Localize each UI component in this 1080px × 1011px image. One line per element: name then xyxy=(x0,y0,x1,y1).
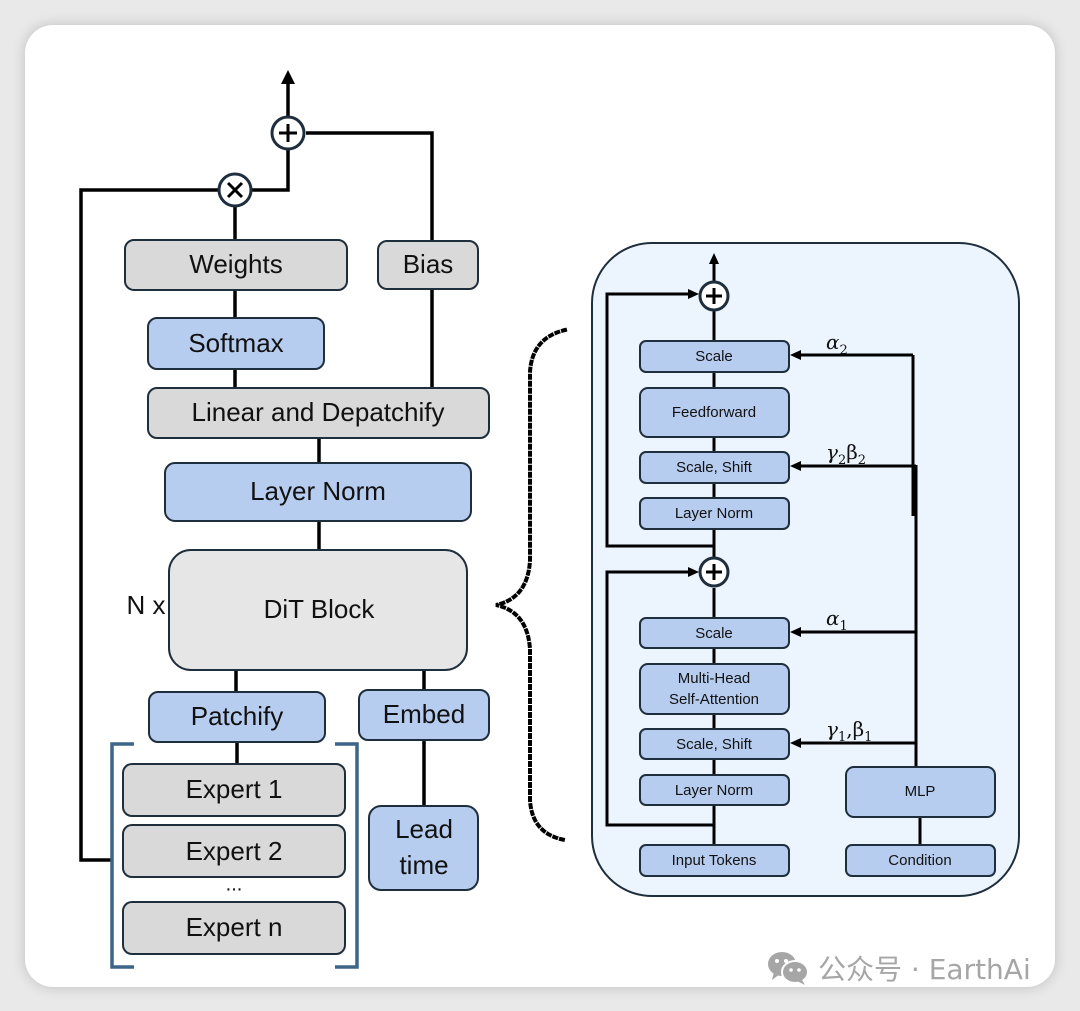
mul-to-add-wire xyxy=(252,150,290,192)
softmax-label: Softmax xyxy=(188,328,283,358)
layer-norm-bottom-box: Layer Norm xyxy=(639,774,790,806)
mlp-box: MLP xyxy=(845,766,996,818)
expert-box-2: Expert 2 xyxy=(122,824,346,878)
experts-to-mul-wire xyxy=(79,188,218,862)
right-wires xyxy=(605,253,922,845)
gamma2-beta2-label: γ2β2 xyxy=(826,440,866,468)
patchify-box: Patchify xyxy=(148,691,326,743)
layer-norm-box: Layer Norm xyxy=(164,462,472,522)
skip-top-arrowhead xyxy=(688,289,699,299)
experts-ellipsis: ... xyxy=(226,873,243,895)
softmax-box: Softmax xyxy=(147,317,325,370)
scale-top-box: Scale xyxy=(639,340,790,373)
alpha1-arrowhead xyxy=(790,627,801,637)
layer-norm-label: Layer Norm xyxy=(250,476,386,506)
bias-to-add-wire xyxy=(306,131,434,240)
alpha2-label: α2 xyxy=(826,330,848,358)
alpha2-arrowhead xyxy=(790,350,801,360)
scale-bottom-label: Scale xyxy=(695,625,733,642)
alpha1-label: α1 xyxy=(826,606,848,634)
dit-add-op-top xyxy=(698,280,730,312)
watermark-text: 公众号 · EarthAi xyxy=(818,953,1031,986)
expert-label-1: Expert 1 xyxy=(186,774,283,804)
linear-depatchify-box: Linear and Depatchify xyxy=(147,387,490,439)
mlp-label: MLP xyxy=(905,783,936,800)
feedforward-label: Feedforward xyxy=(672,404,756,421)
expert-label-n: Expert n xyxy=(186,912,283,942)
scale-shift-top-label: Scale, Shift xyxy=(676,459,753,476)
linear-depatchify-label: Linear and Depatchify xyxy=(192,397,445,427)
gamma2-arrowhead xyxy=(790,461,801,471)
watermark: 公众号 · EarthAi xyxy=(766,948,1031,988)
embed-label: Embed xyxy=(383,699,465,729)
expert-box-1: Expert 1 xyxy=(122,763,346,817)
dit-add-op-bottom xyxy=(698,556,730,588)
left-wires xyxy=(79,70,434,862)
patchify-label: Patchify xyxy=(191,701,284,731)
scale-top-label: Scale xyxy=(695,348,733,365)
experts-bracket xyxy=(110,742,359,969)
mhsa-label-line2: Self-Attention xyxy=(669,691,759,708)
skip-connection-top xyxy=(605,292,714,548)
lead-time-label-line2: time xyxy=(399,850,448,880)
gamma1-arrowhead xyxy=(790,738,801,748)
skip-bottom-arrowhead xyxy=(688,567,699,577)
skip-connection-bottom xyxy=(605,570,714,827)
right-bracket xyxy=(335,742,359,969)
scale-bottom-box: Scale xyxy=(639,617,790,649)
scale-shift-bottom-box: Scale, Shift xyxy=(639,728,790,760)
bias-label: Bias xyxy=(403,249,454,279)
dit-block-box: DiT Block xyxy=(168,549,468,671)
layer-norm-top-box: Layer Norm xyxy=(639,497,790,530)
input-tokens-box: Input Tokens xyxy=(639,844,790,877)
lead-time-box: Lead time xyxy=(368,805,479,891)
embed-box: Embed xyxy=(358,689,490,741)
condition-label: Condition xyxy=(888,852,951,869)
weights-box: Weights xyxy=(124,239,348,291)
scale-shift-bottom-label: Scale, Shift xyxy=(676,736,753,753)
output-arrowhead xyxy=(281,70,295,84)
input-tokens-label: Input Tokens xyxy=(672,852,757,869)
multiply-operator xyxy=(217,172,253,208)
dit-output-arrowhead xyxy=(709,253,719,264)
dotted-brace xyxy=(495,327,568,843)
mhsa-box: Multi-Head Self-Attention xyxy=(639,663,790,715)
expert-label-2: Expert 2 xyxy=(186,836,283,866)
scale-shift-top-box: Scale, Shift xyxy=(639,451,790,484)
weights-label: Weights xyxy=(189,249,282,279)
wechat-icon xyxy=(768,952,809,985)
mhsa-label-line1: Multi-Head xyxy=(678,670,751,687)
add-operator xyxy=(270,115,306,151)
dit-block-label: DiT Block xyxy=(264,594,376,624)
expert-box-n: Expert n xyxy=(122,901,346,955)
condition-box: Condition xyxy=(845,844,996,877)
left-bracket xyxy=(110,742,134,969)
times-icon-b xyxy=(226,181,244,199)
layer-norm-top-label: Layer Norm xyxy=(675,505,753,522)
layer-norm-bottom-label: Layer Norm xyxy=(675,782,753,799)
lead-time-label-line1: Lead xyxy=(395,814,453,844)
gamma1-beta1-label: γ1,β1 xyxy=(826,717,872,745)
feedforward-box: Feedforward xyxy=(639,387,790,438)
repeat-label: N x xyxy=(127,590,166,620)
bias-box: Bias xyxy=(377,240,479,290)
